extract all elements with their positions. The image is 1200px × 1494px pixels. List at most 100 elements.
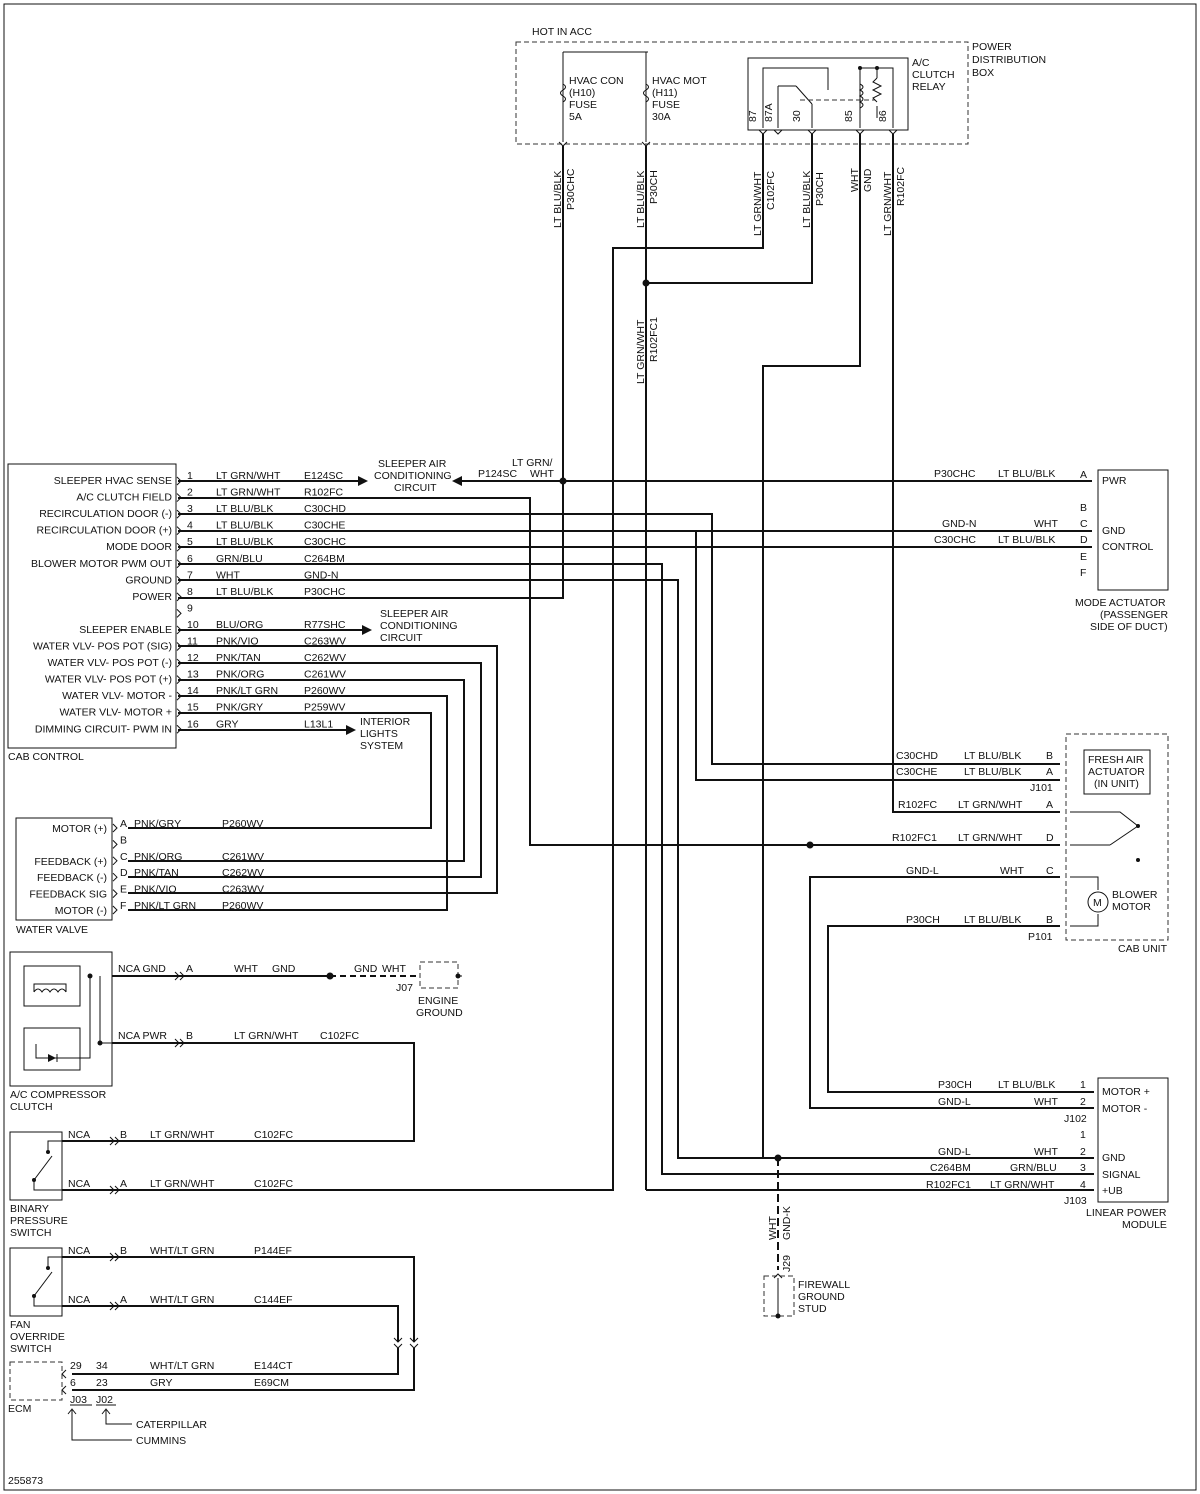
fresh-air-1: FRESH AIR xyxy=(1088,754,1144,766)
fan-override-switch: FAN OVERRIDE SWITCH NCA B WHT/LT GRN P14… xyxy=(9,1245,419,1391)
cab-pin-num: 13 xyxy=(187,669,199,681)
relay-pin-85: 85 xyxy=(843,110,855,122)
fuse2-line2: (H11) xyxy=(652,87,677,99)
compressor-gnd-net: GND xyxy=(272,963,296,975)
water-valve-pin-color: PNK/LT GRN xyxy=(134,900,196,912)
vwire-3-net: C102FC xyxy=(765,170,777,210)
figure-id: 255873 xyxy=(8,1475,43,1487)
cab-pin-num: 16 xyxy=(187,718,199,730)
lpm-wire-3-color: WHT xyxy=(1034,1146,1058,1158)
water-valve-connector xyxy=(112,889,118,898)
blower-motor-icon xyxy=(1087,891,1109,913)
ecm-row1-net: E144CT xyxy=(254,1360,293,1372)
sleeper-ac2-box-3: CIRCUIT xyxy=(380,632,423,644)
ecm-j02: J02 xyxy=(96,1394,113,1406)
cab-pin-num: 15 xyxy=(187,702,199,714)
compressor-pwr-pin: B xyxy=(186,1030,193,1042)
relay-resistor-icon xyxy=(871,77,883,103)
clutch-coil-icon xyxy=(33,988,67,993)
cab-pin-label: RECIRCULATION DOOR (-) xyxy=(39,508,172,520)
cab-wire-3-pin: A xyxy=(1046,799,1053,811)
binary-switch-contact xyxy=(33,1155,53,1181)
water-valve-pin-label: FEEDBACK (-) xyxy=(37,872,107,884)
fan-row2-nca: NCA xyxy=(68,1294,90,1306)
cab-wire-5-net: GND-L xyxy=(906,865,939,877)
cab-pin-connector xyxy=(176,592,182,602)
fuse2-line4: 30A xyxy=(652,111,671,123)
relay-pin-30: 30 xyxy=(791,110,803,122)
pdb-title-3: BOX xyxy=(972,67,994,79)
cab-pin-color: LT GRN/WHT xyxy=(216,470,281,482)
ecm-row1-p2: 34 xyxy=(96,1360,108,1372)
cab-pin-color: PNK/GRY xyxy=(216,702,263,714)
compressor-pwr-color: LT GRN/WHT xyxy=(234,1030,299,1042)
cab-pin-num: 6 xyxy=(187,553,193,565)
cab-pin-num: 1 xyxy=(187,470,193,482)
cab-pin-label: A/C CLUTCH FIELD xyxy=(76,492,172,504)
cab-pin-color: GRY xyxy=(216,718,239,730)
ac-compressor-clutch: A/C COMPRESSOR CLUTCH NCA GND A WHT GND … xyxy=(9,951,463,1142)
firewall-label-1: FIREWALL xyxy=(798,1279,850,1291)
fan-title-1: FAN xyxy=(10,1319,30,1331)
lpm-wire-3-net: GND-L xyxy=(938,1146,971,1158)
vwire-6-net: R102FC xyxy=(895,166,907,206)
cab-pin-color: LT BLU/BLK xyxy=(216,536,273,548)
vwire-4-net: P30CH xyxy=(814,172,826,206)
water-valve-connector xyxy=(112,840,118,849)
vwire-5-net: GND xyxy=(862,168,874,192)
cab-pin-num: 4 xyxy=(187,520,193,532)
lpm-wire-1-net: P30CH xyxy=(938,1079,972,1091)
sleeper-ac-box-3: CIRCUIT xyxy=(394,482,437,494)
water-valve-pin-letter: E xyxy=(120,884,127,896)
mode-actuator-title-2: (PASSENGER xyxy=(1100,609,1168,621)
blower-1: BLOWER xyxy=(1112,889,1158,901)
compressor-gnd-color2: WHT xyxy=(382,963,406,975)
vwire-6-color: LT GRN/WHT xyxy=(882,171,894,236)
cab-pin-label: WATER VLV- MOTOR - xyxy=(62,690,172,702)
compressor-title-2: CLUTCH xyxy=(10,1101,53,1113)
compressor-gnd-pin: A xyxy=(186,963,193,975)
sleeper-ac2-box-1: SLEEPER AIR xyxy=(380,608,449,620)
water-valve-pin-net: C263WV xyxy=(222,884,264,896)
vwire-mid-net: R102FC1 xyxy=(648,317,660,362)
cab-wire-4-net: R102FC1 xyxy=(892,832,937,844)
mode-actuator-title-3: SIDE OF DUCT) xyxy=(1090,621,1168,633)
mode-wire-d-net: C30CHC xyxy=(934,534,976,546)
cab-pin-color: WHT xyxy=(216,569,240,581)
lpm-pin-1a: 1 xyxy=(1080,1079,1086,1091)
vwire-1-color: LT BLU/BLK xyxy=(552,171,564,228)
relay-label-1: A/C xyxy=(912,57,930,69)
lpm-label-ub: +UB xyxy=(1102,1185,1123,1197)
relay-pin-86: 86 xyxy=(877,110,889,122)
firewall-ground-stud: WHT GND-K J29 FIREWALL GROUND STUD xyxy=(763,1158,850,1319)
compressor-pwr-net: C102FC xyxy=(320,1030,360,1042)
cab-pin-label: SLEEPER ENABLE xyxy=(79,624,172,636)
relay-coil-icon xyxy=(858,83,864,109)
relay-pin-87: 87 xyxy=(747,110,759,122)
cab-pin-label: WATER VLV- MOTOR + xyxy=(59,707,172,719)
fan-row1-net: P144EF xyxy=(254,1245,292,1257)
ecm-row1-color: WHT/LT GRN xyxy=(150,1360,214,1372)
fan-row1-color: WHT/LT GRN xyxy=(150,1245,214,1257)
water-valve-pin-label: MOTOR (-) xyxy=(55,905,107,917)
mode-pin-c: C xyxy=(1080,518,1088,530)
ecm-caterpillar: CATERPILLAR xyxy=(136,1419,207,1431)
ecm-row2-p1: 6 xyxy=(70,1377,76,1389)
firewall-j29: J29 xyxy=(781,1255,793,1272)
cab-pin-label: SLEEPER HVAC SENSE xyxy=(54,475,172,487)
blower-motor-symbol: M xyxy=(1093,897,1102,909)
ac-clutch-relay xyxy=(747,57,909,131)
water-valve-pin-net: P260WV xyxy=(222,818,263,830)
compressor-title-1: A/C COMPRESSOR xyxy=(10,1089,107,1101)
fuse2-line1: HVAC MOT xyxy=(652,75,707,87)
water-valve-pin-color: PNK/ORG xyxy=(134,851,182,863)
cab-pin-label: WATER VLV- POS POT (+) xyxy=(45,674,172,686)
sleeper-ac-net: P124SC xyxy=(478,468,518,480)
sleeper-ac-box-2: CONDITIONING xyxy=(374,470,452,482)
lpm-wire-2-net: GND-L xyxy=(938,1096,971,1108)
lpm-label-signal: SIGNAL xyxy=(1102,1169,1141,1181)
binary-title-2: PRESSURE xyxy=(10,1215,68,1227)
lpm-title-2: MODULE xyxy=(1122,1219,1167,1231)
